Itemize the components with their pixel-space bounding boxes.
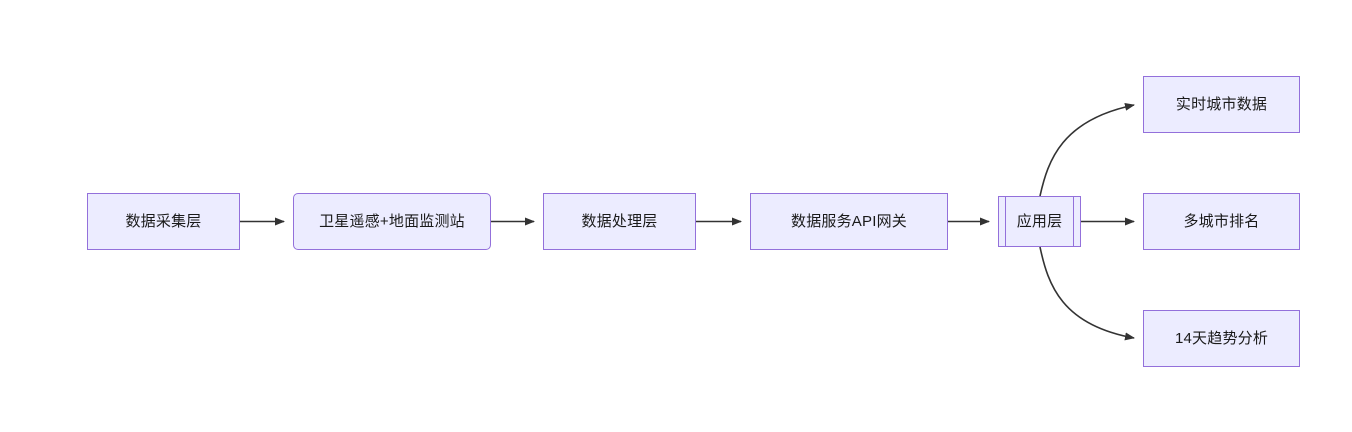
node-realtime-city-data[interactable]: 实时城市数据 (1143, 76, 1300, 133)
node-label: 实时城市数据 (1175, 95, 1268, 113)
node-satellite-and-ground-stations[interactable]: 卫星遥感+地面监测站 (293, 193, 491, 250)
node-multi-city-ranking[interactable]: 多城市排名 (1143, 193, 1300, 250)
node-label: 数据采集层 (125, 212, 202, 230)
node-data-service-api-gateway[interactable]: 数据服务API网关 (750, 193, 948, 250)
node-label: 卫星遥感+地面监测站 (319, 212, 465, 230)
edge-app-to-trend (1039, 246, 1135, 341)
node-label: 多城市排名 (1183, 212, 1260, 230)
node-label: 14天趋势分析 (1174, 329, 1269, 347)
node-label: 数据服务API网关 (791, 212, 907, 230)
node-data-collection-layer[interactable]: 数据采集层 (87, 193, 240, 250)
edge-app-to-realtime (1039, 102, 1135, 197)
node-label: 应用层 (1016, 212, 1063, 230)
node-14-day-trend-analysis[interactable]: 14天趋势分析 (1143, 310, 1300, 367)
node-application-layer[interactable]: 应用层 (998, 196, 1081, 247)
node-data-processing-layer[interactable]: 数据处理层 (543, 193, 696, 250)
node-label: 数据处理层 (581, 212, 658, 230)
